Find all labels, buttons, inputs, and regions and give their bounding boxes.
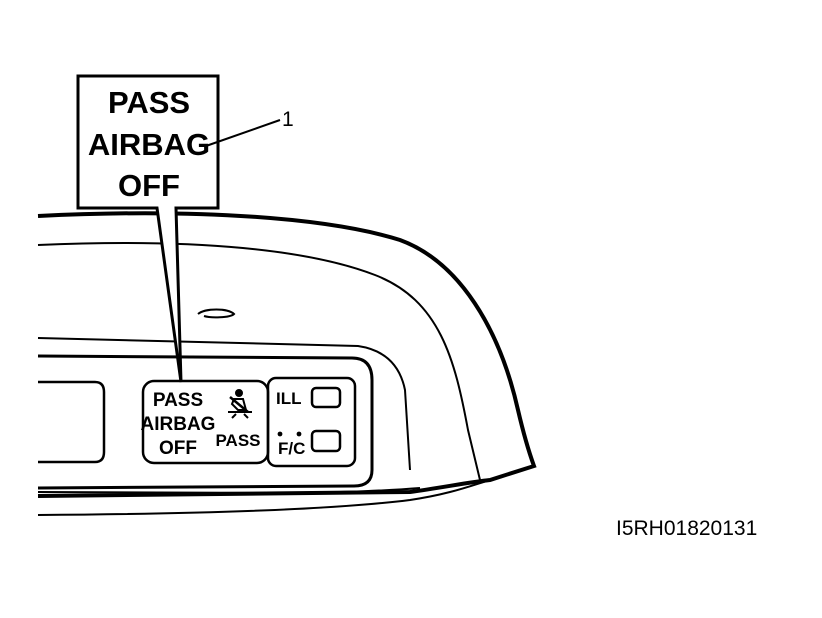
icon-head	[235, 389, 243, 397]
ill-switch-group: ILL	[276, 386, 342, 409]
fc-switch	[310, 429, 342, 453]
fc-switch-group: F/C	[277, 429, 342, 458]
callout-line-2: AIRBAG	[88, 127, 210, 162]
icon-body	[230, 398, 248, 411]
callout-line-3: OFF	[118, 168, 180, 203]
airbag-off-lamp-text: PASS AIRBAG OFF	[141, 390, 216, 459]
icon-label: PASS	[215, 431, 260, 450]
console-screw-hole	[197, 308, 236, 319]
left-window	[38, 380, 106, 464]
console-face-bottom	[37, 487, 421, 495]
indicator-panel	[37, 354, 374, 490]
fc-dot-right	[296, 431, 302, 437]
leader-line	[205, 119, 281, 147]
indicator-panel-frame	[37, 354, 374, 490]
callout-line-1: PASS	[108, 85, 190, 120]
console-housing	[37, 211, 537, 516]
callout: PASS AIRBAG OFF 1	[76, 74, 294, 383]
console-lower-ridge	[37, 479, 491, 516]
lamp-text-line-2: AIRBAG	[141, 414, 216, 435]
icon-seat-base	[228, 411, 252, 419]
fc-dot-left	[277, 431, 283, 437]
switch-bezel	[266, 376, 357, 468]
console-face-top	[37, 337, 411, 471]
ill-switch-label: ILL	[276, 389, 302, 408]
seatbelt-person-icon	[228, 389, 252, 419]
lamp-text-line-1: PASS	[153, 390, 203, 411]
ill-switch	[310, 386, 342, 409]
fc-switch-label: F/C	[278, 439, 305, 458]
leader-number: 1	[282, 108, 294, 131]
callout-box	[76, 74, 220, 383]
figure-code: I5RH01820131	[616, 517, 757, 540]
icon-belt	[229, 396, 249, 413]
lamp-text-line-3: OFF	[159, 438, 197, 459]
